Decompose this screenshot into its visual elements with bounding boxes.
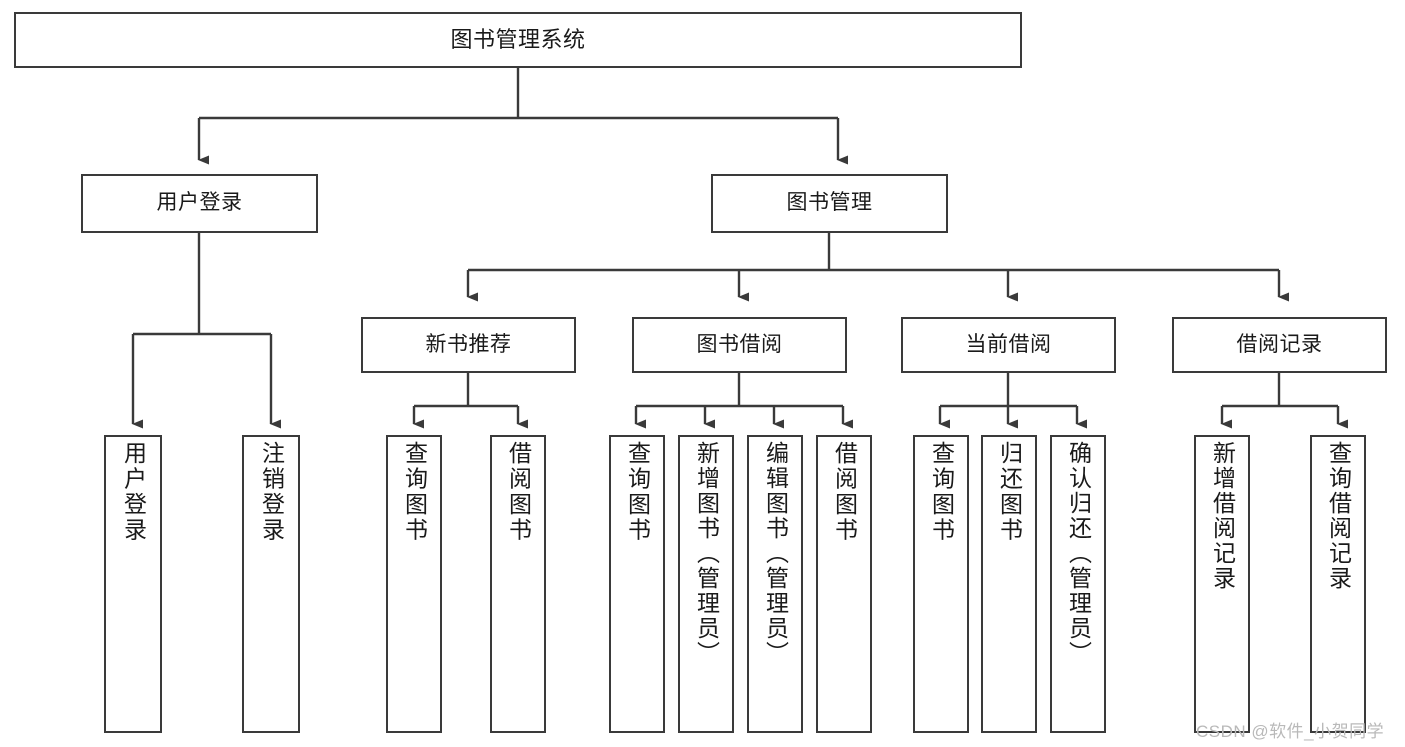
csdn-watermark: CSDN @软件_小贺同学 (1196, 722, 1385, 741)
node-book-borrow[interactable]: 图书借阅 (632, 317, 847, 373)
node-leaf-user-login[interactable]: 用户登录 (104, 435, 162, 733)
node-borrow-record[interactable]: 借阅记录 (1172, 317, 1387, 373)
node-leaf-add-book-label: 新增图书（管理员） (693, 441, 720, 666)
node-borrow-record-label: 借阅记录 (1236, 332, 1323, 356)
node-current-borrow-label: 当前借阅 (965, 332, 1052, 356)
node-leaf-edit-book-label: 编辑图书（管理员） (762, 441, 789, 666)
node-leaf-query-book-3-label: 查询图书 (928, 441, 955, 543)
node-current-borrow[interactable]: 当前借阅 (901, 317, 1116, 373)
node-root-system[interactable]: 图书管理系统 (14, 12, 1022, 68)
node-leaf-query-book-1-label: 查询图书 (401, 441, 428, 543)
node-leaf-return-book[interactable]: 归还图书 (981, 435, 1037, 733)
node-book-borrow-label: 图书借阅 (696, 332, 783, 356)
node-leaf-borrow-book-1-label: 借阅图书 (505, 441, 532, 543)
node-user-login[interactable]: 用户登录 (81, 174, 318, 233)
node-user-login-label: 用户登录 (156, 191, 243, 215)
node-new-book-recommend[interactable]: 新书推荐 (361, 317, 576, 373)
node-leaf-confirm-return-label: 确认归还（管理员） (1065, 441, 1092, 666)
node-leaf-query-book-2[interactable]: 查询图书 (609, 435, 665, 733)
node-book-management[interactable]: 图书管理 (711, 174, 948, 233)
node-leaf-logout-login-label: 注销登录 (258, 441, 285, 543)
node-leaf-confirm-return[interactable]: 确认归还（管理员） (1050, 435, 1106, 733)
node-leaf-return-book-label: 归还图书 (996, 441, 1023, 543)
node-book-management-label: 图书管理 (786, 191, 873, 215)
node-leaf-add-borrow-record-label: 新增借阅记录 (1209, 441, 1236, 591)
node-leaf-query-book-3[interactable]: 查询图书 (913, 435, 969, 733)
node-leaf-query-book-1[interactable]: 查询图书 (386, 435, 442, 733)
node-leaf-user-login-label: 用户登录 (120, 441, 147, 543)
node-leaf-query-borrow-record-label: 查询借阅记录 (1325, 441, 1352, 591)
node-leaf-query-borrow-record[interactable]: 查询借阅记录 (1310, 435, 1366, 733)
node-leaf-add-borrow-record[interactable]: 新增借阅记录 (1194, 435, 1250, 733)
node-leaf-logout-login[interactable]: 注销登录 (242, 435, 300, 733)
node-new-book-recommend-label: 新书推荐 (425, 332, 512, 356)
node-root-system-label: 图书管理系统 (450, 26, 586, 52)
node-leaf-add-book[interactable]: 新增图书（管理员） (678, 435, 734, 733)
node-leaf-borrow-book-1[interactable]: 借阅图书 (490, 435, 546, 733)
node-leaf-query-book-2-label: 查询图书 (624, 441, 651, 543)
node-leaf-borrow-book-2-label: 借阅图书 (831, 441, 858, 543)
node-leaf-borrow-book-2[interactable]: 借阅图书 (816, 435, 872, 733)
node-leaf-edit-book[interactable]: 编辑图书（管理员） (747, 435, 803, 733)
